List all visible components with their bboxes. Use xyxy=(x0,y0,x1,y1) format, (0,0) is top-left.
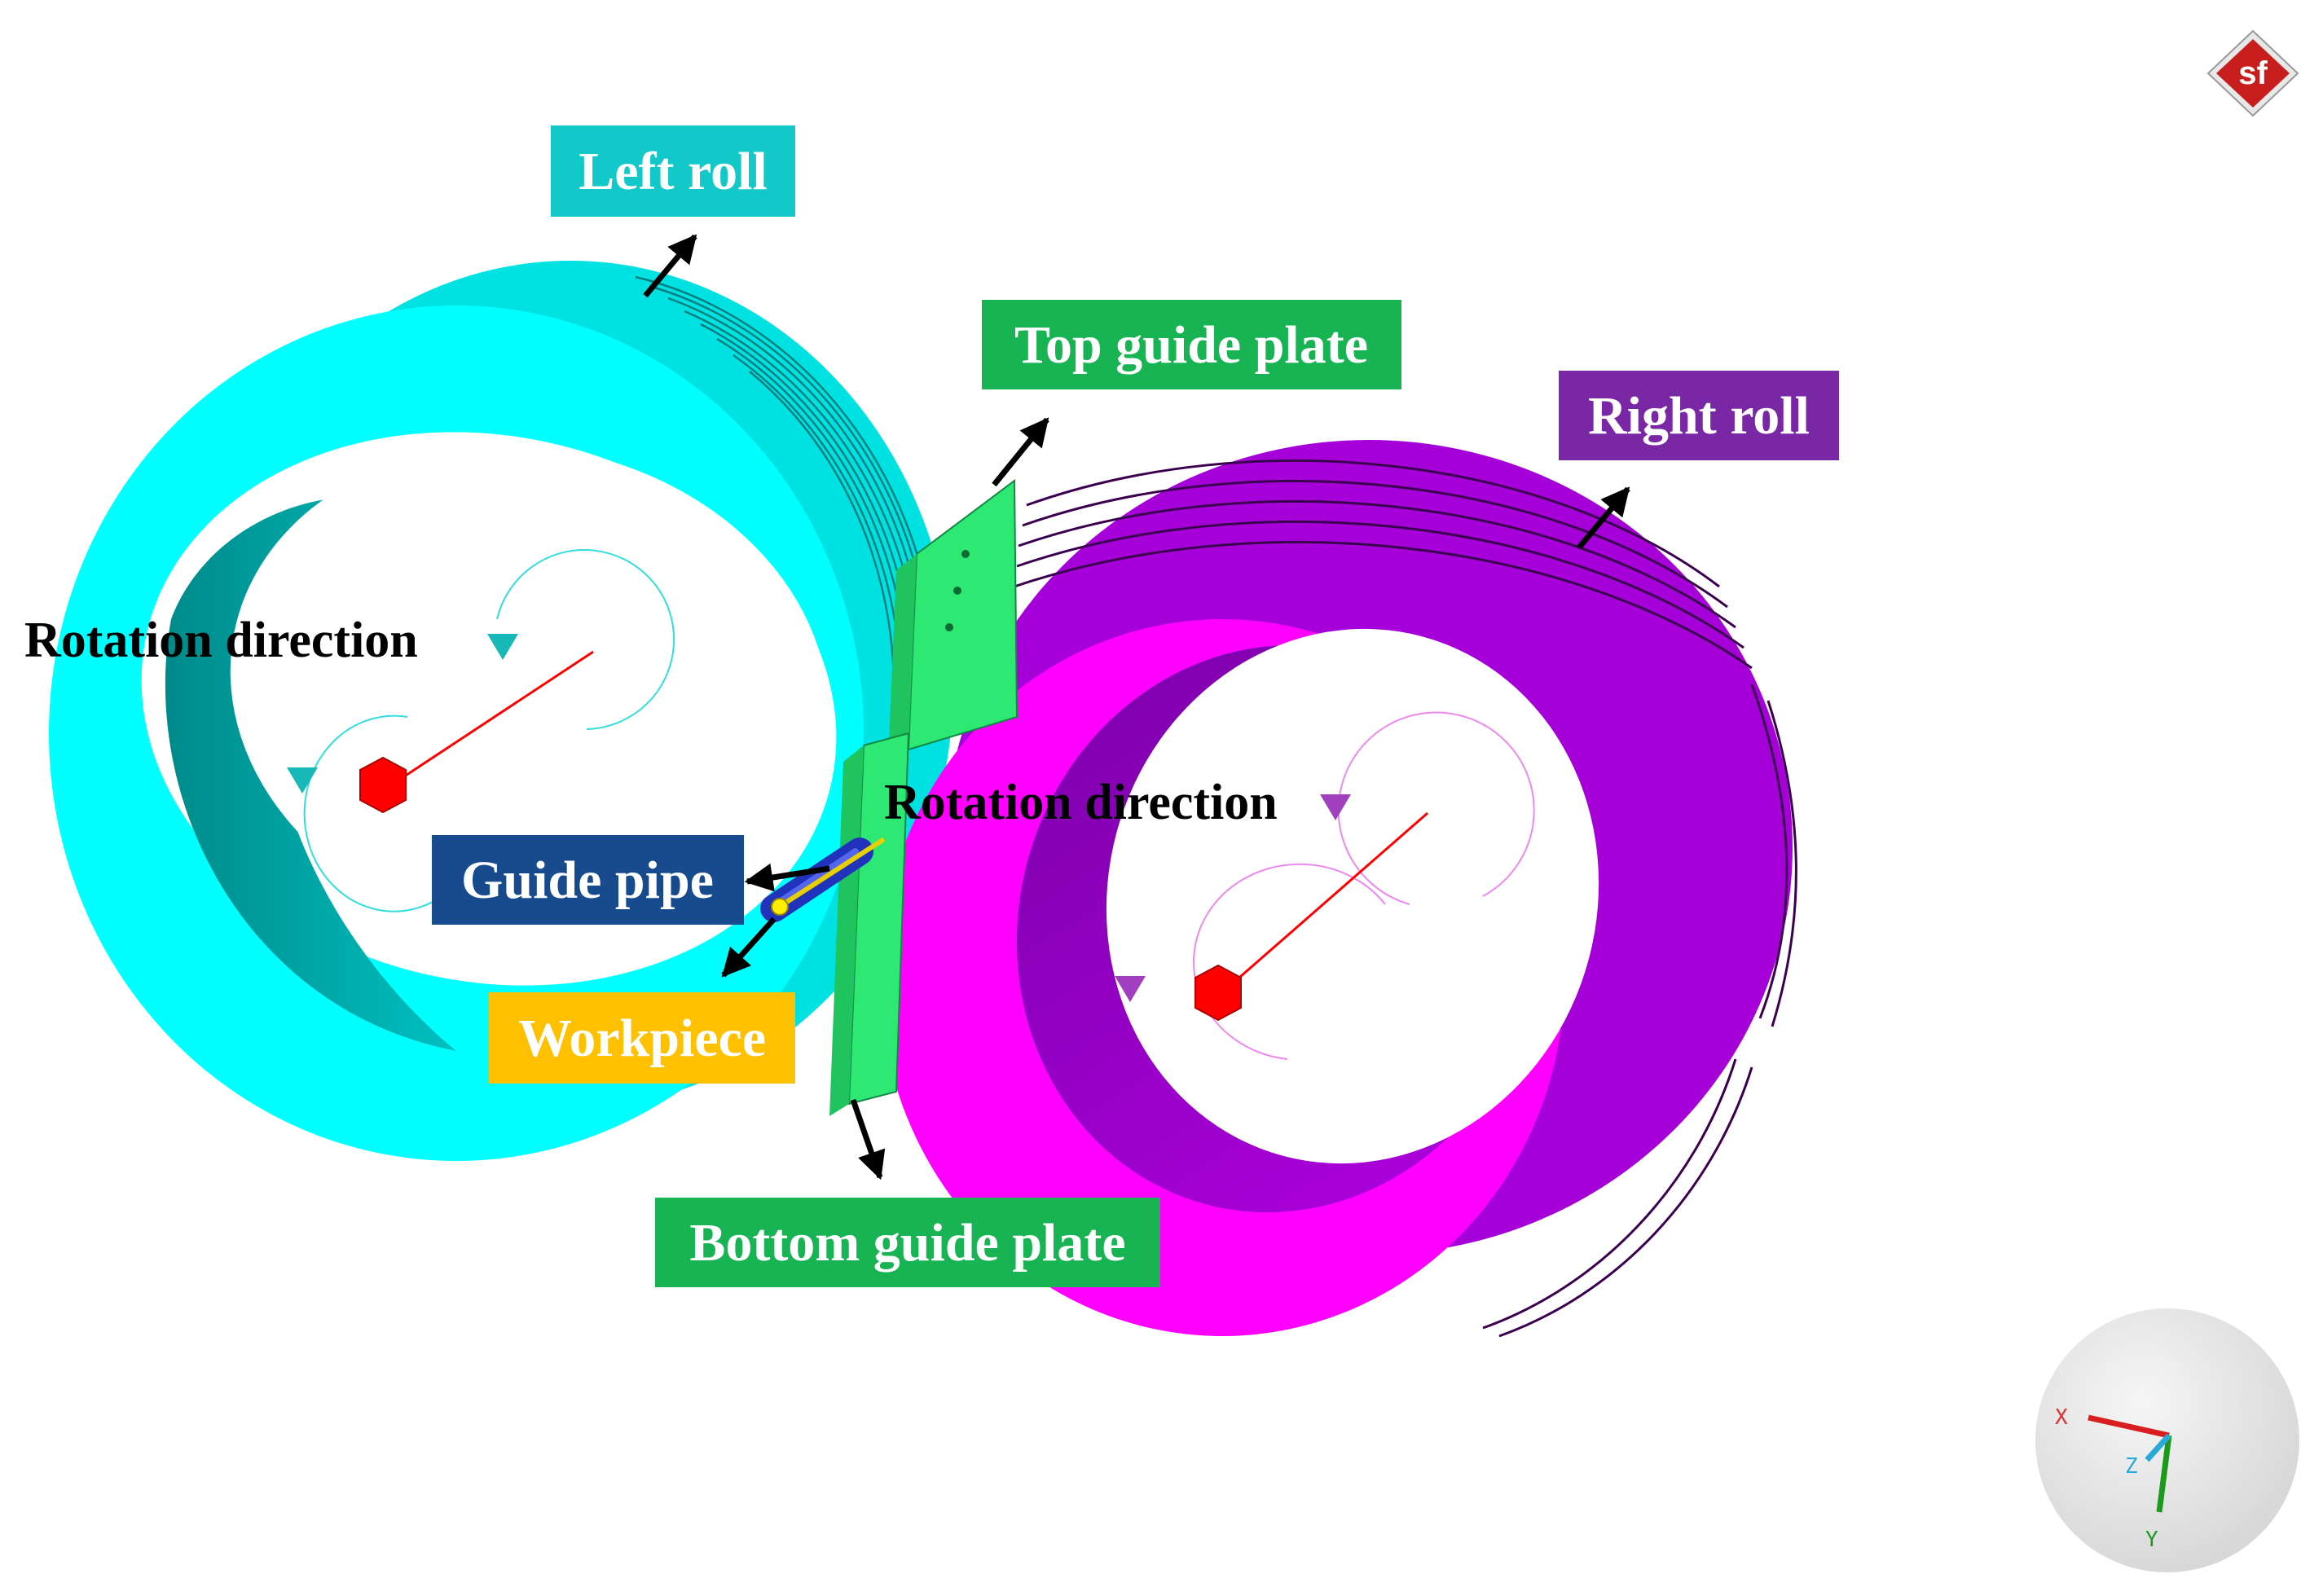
label-workpiece-text: Workpiece xyxy=(518,1009,766,1068)
y-axis-label: Y xyxy=(2145,1528,2158,1552)
left-roll-arrow xyxy=(643,234,697,298)
y-axis-line xyxy=(2156,1435,2172,1513)
workpiece xyxy=(771,837,886,916)
label-guide-pipe: Guide pipe xyxy=(432,835,744,925)
top-guide-plate xyxy=(888,479,1019,762)
label-rotation-left: Rotation direction xyxy=(24,613,418,668)
right-rotation-arrow-icon-2 xyxy=(1115,976,1146,1002)
label-left-roll: Left roll xyxy=(551,125,795,217)
label-rotation-right: Rotation direction xyxy=(884,775,1278,830)
label-top-guide-plate-text: Top guide plate xyxy=(1014,315,1368,375)
workpiece-arrow xyxy=(721,917,777,978)
axis-triad[interactable]: X Z Y xyxy=(2035,1308,2299,1572)
right-roll-arrow xyxy=(1577,486,1630,550)
right-rotation-arrow-icon xyxy=(1320,794,1351,820)
leader-arrows xyxy=(643,234,1630,1181)
logo-text: sf xyxy=(2238,55,2268,91)
left-axis-marker xyxy=(359,756,407,814)
right-rotation-indicator xyxy=(1115,711,1535,1060)
label-left-roll-text: Left roll xyxy=(579,142,768,201)
z-axis-line xyxy=(2145,1433,2171,1462)
x-axis-line xyxy=(2088,1414,2170,1439)
left-rotation-arrow-icon xyxy=(487,634,518,660)
label-top-guide-plate: Top guide plate xyxy=(982,300,1401,389)
z-axis-label: Z xyxy=(2125,1454,2138,1479)
left-rotation-indicator xyxy=(287,549,675,912)
bottom-guide-plate xyxy=(829,732,910,1116)
left-rotation-arrow-icon-2 xyxy=(287,767,318,794)
right-axis-marker xyxy=(1194,964,1242,1022)
right-roll-grooves xyxy=(1014,459,1797,1338)
x-axis-label: X xyxy=(2055,1405,2068,1430)
label-bottom-guide-plate: Bottom guide plate xyxy=(655,1198,1160,1287)
top-guide-plate-arrow xyxy=(992,417,1049,487)
sf-logo-icon[interactable]: sf xyxy=(2206,29,2299,117)
label-right-roll: Right roll xyxy=(1559,371,1839,460)
bottom-guide-plate-arrow xyxy=(850,1098,886,1181)
label-bottom-guide-plate-text: Bottom guide plate xyxy=(689,1213,1125,1273)
label-right-roll-text: Right roll xyxy=(1588,386,1810,446)
guide-pipe-arrow xyxy=(744,863,830,892)
label-guide-pipe-text: Guide pipe xyxy=(461,851,714,910)
label-workpiece: Workpiece xyxy=(489,992,795,1084)
